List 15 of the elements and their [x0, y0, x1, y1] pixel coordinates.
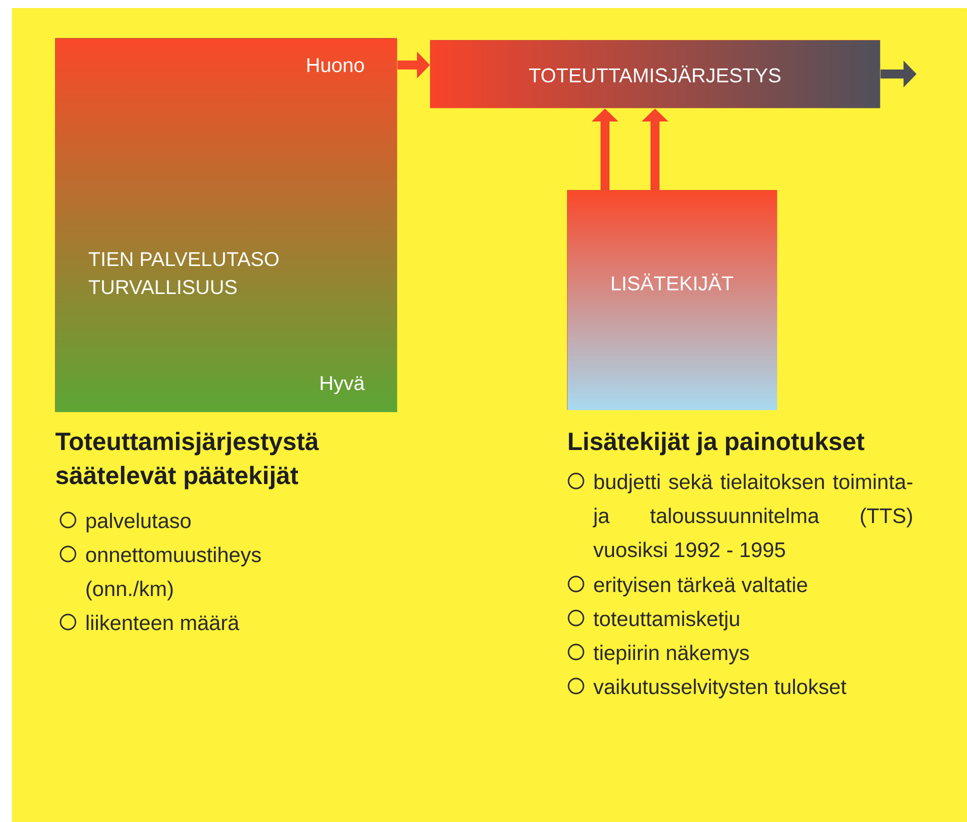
box-label: LISÄTEKIJÄT — [612, 274, 734, 290]
list-item: tiepiirin näkemys — [568, 644, 749, 664]
box-label: Huono — [307, 58, 364, 72]
gradient-box — [567, 190, 778, 410]
list-item: onnettomuustiheys (onn./km) — [60, 546, 261, 600]
box-label: Hyvä — [320, 376, 365, 394]
list-item: palvelutaso — [60, 512, 191, 532]
box-label: TOTEUTTAMISJÄRJESTYS — [529, 66, 780, 82]
sequence-bar — [430, 40, 880, 108]
list-item: toteuttamisketju — [568, 610, 739, 630]
gradient-box — [55, 38, 398, 412]
list-item: vaikutusselvitysten tulokset — [568, 678, 846, 698]
box-label: TIEN PALVELUTASO TURVALLISUUS — [88, 252, 278, 294]
list-item: erityisen tärkeä valtatie — [568, 576, 808, 596]
list-item: liikenteen määrä — [60, 614, 240, 630]
